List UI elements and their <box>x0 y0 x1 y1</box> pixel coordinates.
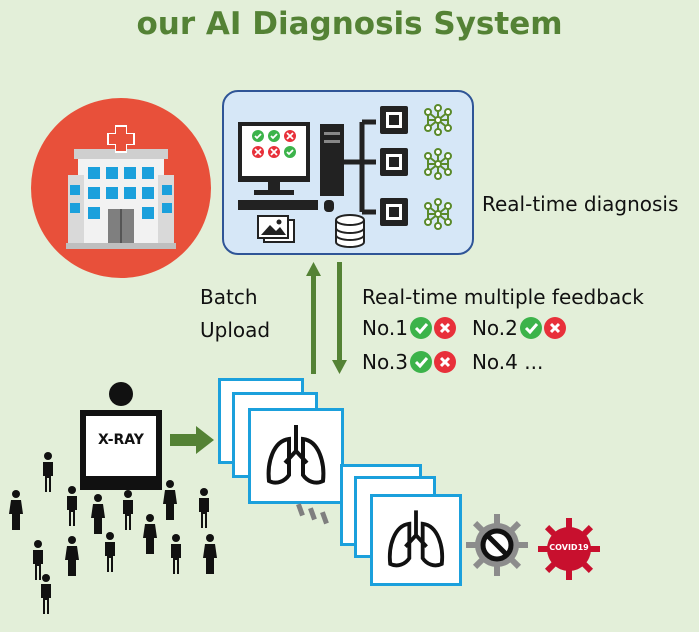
hospital-icon <box>30 97 212 279</box>
feedback-no1: No.1 <box>362 316 408 340</box>
ellipsis-dots <box>296 500 330 530</box>
cross-icon <box>433 317 456 339</box>
upload-arrow <box>302 262 352 374</box>
page-title: our AI Diagnosis System <box>136 6 563 42</box>
lung-icon <box>266 425 326 485</box>
check-icon <box>409 317 432 339</box>
check-icon <box>409 351 432 373</box>
realtime-diagnosis-label: Real-time diagnosis <box>482 192 679 216</box>
feedback-no2: No.2 <box>471 316 518 340</box>
person-icon <box>9 452 217 614</box>
ai-system-box <box>222 90 474 255</box>
crowd <box>4 450 224 620</box>
cross-icon <box>543 317 566 339</box>
cross-icon <box>433 351 456 373</box>
feedback-no4: No.4 ... <box>471 350 544 374</box>
feedback-title: Real-time multiple feedback <box>362 285 644 309</box>
batch-label: Batch <box>200 285 258 309</box>
database-icon <box>335 214 365 248</box>
xray-stack-2 <box>340 464 468 588</box>
no-sign-icon <box>464 512 530 578</box>
virus-icon: COVID19 <box>536 516 602 582</box>
feedback-row-2: No.3 No.4 ... <box>362 350 543 374</box>
lung-icon <box>387 510 445 568</box>
image-icon <box>257 215 295 243</box>
xray-label: X-RAY <box>98 432 144 448</box>
check-icon <box>519 317 542 339</box>
neural-network-icon <box>424 104 452 230</box>
xray-machine-icon: X-RAY <box>80 380 162 490</box>
right-arrow <box>170 426 214 454</box>
xray-stack-1 <box>218 378 350 510</box>
upload-label: Upload <box>200 318 271 342</box>
feedback-no3: No.3 <box>362 350 408 374</box>
feedback-row-1: No.1 No.2 <box>362 316 566 340</box>
covid-label: COVID19 <box>549 543 589 552</box>
